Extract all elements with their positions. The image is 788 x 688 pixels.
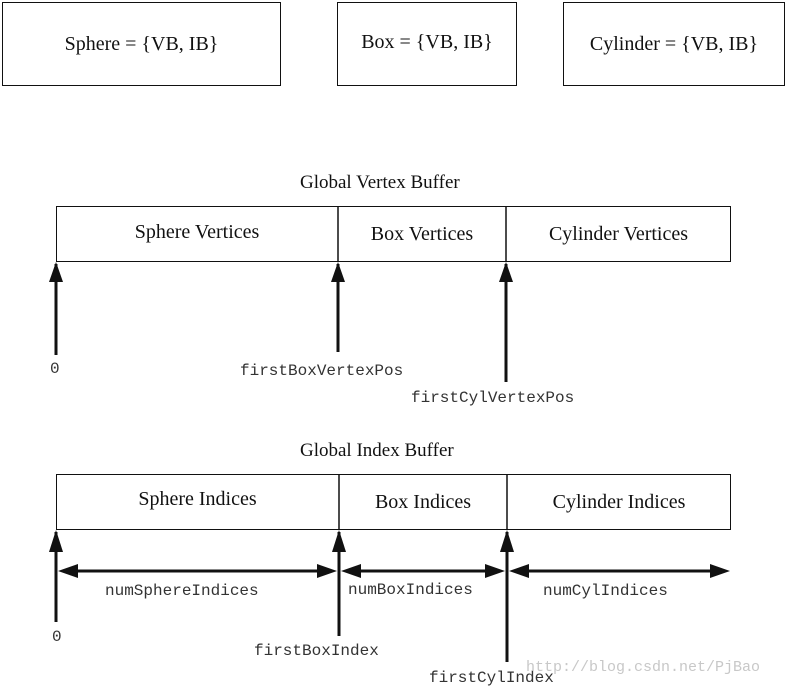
box-indices-label: Box Indices	[374, 490, 472, 513]
box-vertices-segment: Box Vertices	[338, 206, 506, 262]
sphere-vertices-segment: Sphere Vertices	[56, 206, 338, 262]
cylinder-indices-label: Cylinder Indices	[552, 490, 686, 513]
box-indices-segment: Box Indices	[339, 474, 507, 530]
num-sphere-indices-label: numSphereIndices	[105, 582, 259, 600]
watermark-text: http://blog.csdn.net/PjBao	[526, 659, 761, 676]
index-pointer-zero: 0	[52, 628, 62, 646]
first-box-vertex-pos-label: firstBoxVertexPos	[240, 362, 404, 380]
first-cyl-index-label: firstCylIndex	[429, 669, 554, 687]
cylinder-mesh-label: Cylinder = {VB, IB}	[589, 32, 759, 55]
cylinder-vertices-segment: Cylinder Vertices	[506, 206, 731, 262]
vertex-buffer-title: Global Vertex Buffer	[300, 172, 460, 193]
box-vertices-label: Box Vertices	[370, 222, 474, 245]
sphere-indices-label: Sphere Indices	[138, 487, 257, 510]
cylinder-mesh-box: Cylinder = {VB, IB}	[563, 2, 785, 86]
index-buffer-bar	[56, 474, 731, 530]
vertex-buffer-bar	[56, 206, 731, 262]
sphere-mesh-box: Sphere = {VB, IB}	[2, 2, 281, 86]
num-cyl-indices-label: numCylIndices	[543, 582, 668, 600]
first-cyl-vertex-pos-label: firstCylVertexPos	[411, 389, 575, 407]
box-mesh-box: Box = {VB, IB}	[337, 2, 517, 86]
box-mesh-label: Box = {VB, IB}	[361, 30, 493, 53]
sphere-mesh-label: Sphere = {VB, IB}	[64, 32, 219, 55]
sphere-vertices-label: Sphere Vertices	[134, 220, 260, 243]
num-box-indices-label: numBoxIndices	[348, 581, 473, 599]
vertex-pointer-zero: 0	[50, 360, 60, 378]
cylinder-indices-segment: Cylinder Indices	[507, 474, 731, 530]
sphere-indices-segment: Sphere Indices	[56, 474, 339, 530]
cylinder-vertices-label: Cylinder Vertices	[548, 222, 689, 245]
first-box-index-label: firstBoxIndex	[254, 642, 379, 660]
index-buffer-title: Global Index Buffer	[300, 440, 454, 461]
